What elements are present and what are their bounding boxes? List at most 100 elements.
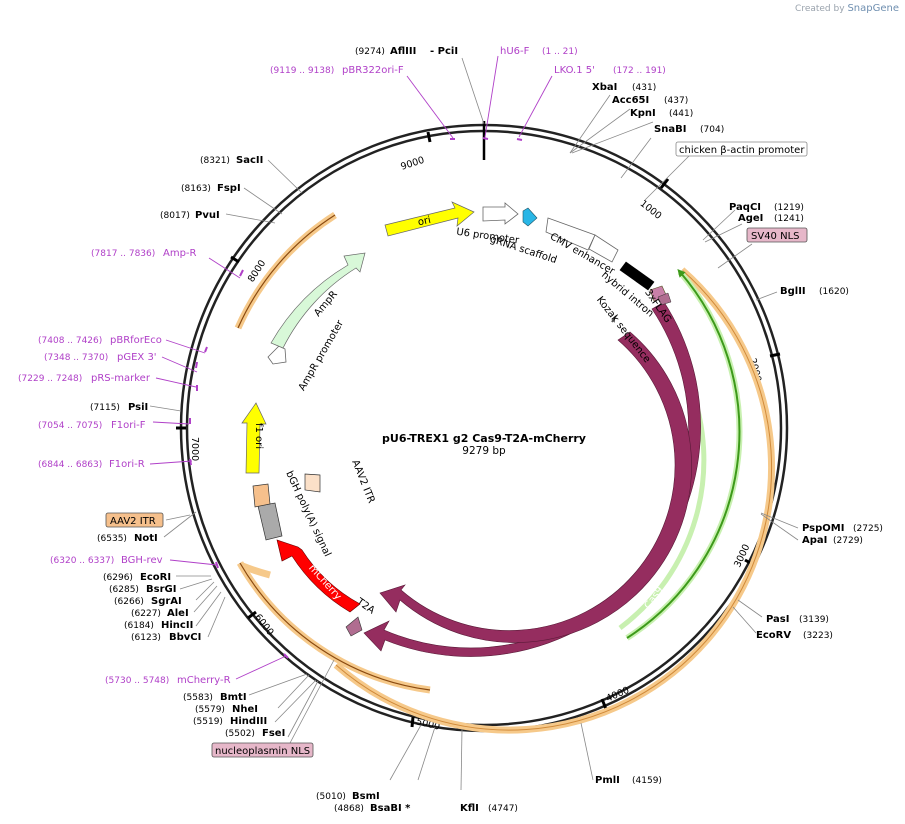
enzyme-name: AflIII — [390, 46, 416, 57]
svg-text:AAV2 ITR: AAV2 ITR — [110, 516, 156, 527]
boxed-label-nucleoplasmin-nls: nucleoplasmin NLS — [211, 742, 314, 758]
enzyme-name: SnaBI — [654, 124, 686, 135]
enzyme-name: AgeI — [738, 213, 763, 224]
enzyme-pos: (2729) — [833, 536, 863, 546]
enzyme-name: BglII — [780, 286, 806, 297]
cas9-inner-label: Cas9 — [607, 547, 629, 574]
enzyme-name: NheI — [232, 704, 258, 715]
primer-pos: (7408 .. 7426) — [38, 336, 102, 346]
orange-track-right-core — [335, 269, 773, 731]
tick-label: 7000 — [189, 437, 200, 461]
primer-name: F1ori-R — [109, 459, 145, 470]
enzyme-pos: (1219) — [774, 203, 804, 213]
enzyme-name: ApaI — [802, 535, 827, 546]
enzyme-pos: (7115) — [90, 403, 120, 413]
enzyme-pos: (6266) — [114, 597, 144, 607]
plasmid-size: 9279 bp — [462, 445, 506, 457]
svg-text:nucleoplasmin NLS: nucleoplasmin NLS — [215, 746, 310, 757]
primer-name: Amp-R — [163, 248, 197, 259]
enzyme-name: PvuI — [195, 210, 220, 221]
enzyme-pos: (431) — [632, 83, 656, 93]
grna-scaffold-arrow — [522, 207, 538, 227]
f1-ori-arrow — [241, 402, 267, 474]
enzyme-pos: (3139) — [799, 615, 829, 625]
primer-name: pBR322ori-F — [342, 65, 404, 76]
enzyme-name: PaqCI — [729, 202, 761, 213]
primer-pos: (7817 .. 7836) — [91, 249, 155, 259]
f1-ori-label: f1 ori — [253, 423, 264, 449]
enzyme-name: HincII — [161, 620, 193, 631]
enzyme-name: NotI — [134, 533, 158, 544]
enzyme-pos: (704) — [700, 125, 724, 135]
sv40-nls-marker — [657, 292, 672, 306]
enzyme-name: PmlI — [595, 775, 620, 786]
enzyme-name: BsaBI * — [370, 803, 411, 814]
enzyme-leaders — [149, 57, 799, 791]
tick-mark — [600, 698, 608, 710]
grna-scaffold-label: gRNA scaffold — [488, 234, 558, 266]
primer-marks — [189, 137, 523, 659]
enzyme-name: KpnI — [630, 108, 656, 119]
boxed-label-aav2-itr: AAV2 ITR — [105, 512, 164, 528]
plasmid-name: pU6-TREX1 g2 Cas9-T2A-mCherry — [382, 432, 586, 445]
enzyme-name: XbaI — [592, 82, 617, 93]
enzyme-name: - PciI — [430, 46, 458, 57]
orange-track-lower-core — [239, 562, 431, 691]
primer-pos: (7229 .. 7248) — [18, 374, 82, 384]
boxed-label-cba: chicken β-actin promoter — [675, 141, 808, 157]
enzyme-pos: (5583) — [183, 693, 213, 703]
primer-pos: (6844 .. 6863) — [38, 460, 102, 470]
svg-text:SV40 NLS: SV40 NLS — [751, 231, 800, 242]
enzyme-pos: (441) — [669, 109, 693, 119]
enzyme-name: AleI — [167, 608, 189, 619]
primer-name: hU6-F — [500, 46, 530, 57]
enzyme-pos: (4747) — [488, 804, 518, 814]
enzyme-name: FseI — [262, 728, 285, 739]
enzyme-pos: (8163) — [181, 184, 211, 194]
enzyme-pos: (9274) — [355, 47, 385, 57]
tick-label: 6000 — [252, 612, 276, 638]
primer-pos: (7054 .. 7075) — [38, 421, 102, 431]
primer-pos: (6320 .. 6337) — [50, 556, 114, 566]
enzyme-pos: (6296) — [103, 573, 133, 583]
enzyme-pos: (6184) — [124, 621, 154, 631]
ampr-arrow — [270, 252, 366, 349]
primer-name: BGH-rev — [121, 555, 163, 566]
enzyme-pos: (8321) — [200, 156, 230, 166]
enzyme-pos: (5502) — [225, 729, 255, 739]
t2a-feature — [345, 616, 363, 637]
primer-name: pRS-marker — [91, 373, 151, 384]
mcherry-arrow — [276, 539, 361, 613]
primer-name: F1ori-F — [111, 420, 146, 431]
enzyme-pos: (5519) — [193, 717, 223, 727]
tick-mark — [426, 131, 432, 143]
enzyme-name: HindIII — [230, 716, 267, 727]
tick-mark — [230, 255, 240, 264]
snapgene-watermark: Created by SnapGene — [795, 3, 899, 14]
primer-pos: (172 .. 191) — [613, 66, 666, 76]
primer-pos: (7348 .. 7370) — [44, 353, 108, 363]
aav2-itr-inner-label: AAV2 ITR — [349, 458, 376, 505]
kozak-marker — [611, 315, 617, 323]
enzyme-pos: (4159) — [632, 776, 662, 786]
primer-name: pGEX 3' — [117, 352, 157, 363]
hybrid-intron-arrow — [619, 261, 655, 291]
enzyme-name: BsrGI — [146, 584, 176, 595]
enzyme-name: KflI — [460, 803, 479, 814]
orange-track-upper-core — [237, 214, 336, 329]
ampr-promoter-label: AmpR promoter — [297, 318, 347, 393]
enzyme-name: PspOMI — [802, 523, 844, 534]
enzyme-name: EcoRV — [756, 630, 791, 641]
enzyme-name: PsiI — [128, 402, 148, 413]
ampr-promoter-arrow — [267, 345, 287, 365]
tick-label: 1000 — [638, 198, 664, 222]
primer-pos: (1 .. 21) — [542, 47, 578, 57]
bgh-polya-box — [257, 502, 283, 541]
enzyme-name: PasI — [766, 614, 789, 625]
enzyme-pos: (6123) — [131, 633, 161, 643]
enzyme-pos: (437) — [664, 96, 688, 106]
enzyme-pos: (1620) — [819, 287, 849, 297]
orange-tracks — [234, 212, 776, 734]
u6-promoter-arrow — [482, 202, 519, 225]
enzyme-pos: (5579) — [195, 705, 225, 715]
